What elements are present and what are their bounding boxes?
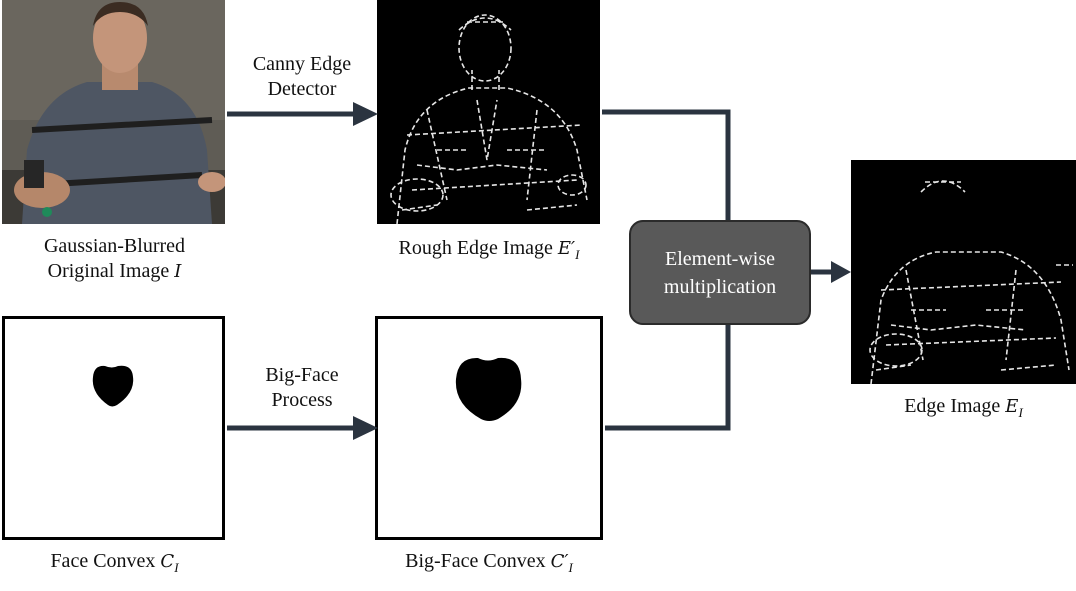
face-convex-image — [2, 316, 225, 540]
rough-edge-caption: Rough Edge Image E′I — [398, 237, 580, 262]
original-image — [2, 0, 225, 224]
rough-to-op-line — [602, 109, 731, 222]
big-face-convex-image — [375, 316, 603, 540]
bigface-arrow-head — [353, 416, 378, 440]
elementwise-multiplication-box: Element-wise multiplication — [629, 220, 811, 325]
bigface-step-label: Big-Face Process — [265, 364, 339, 411]
canny-arrow-head — [353, 102, 378, 126]
edge-image-caption: Edge Image EI — [904, 395, 1023, 420]
edge-image — [851, 160, 1076, 384]
face-convex-caption: Face Convex CI — [50, 550, 179, 575]
big-face-convex-caption: Big-Face Convex C′I — [405, 550, 573, 575]
rough-edge-image — [377, 0, 600, 224]
canny-step-label: Canny Edge Detector — [252, 53, 352, 100]
op-arrow-head — [831, 261, 851, 283]
bigface-to-op-line — [605, 323, 731, 431]
original-image-caption: Gaussian-Blurred Original Image I — [43, 235, 186, 282]
